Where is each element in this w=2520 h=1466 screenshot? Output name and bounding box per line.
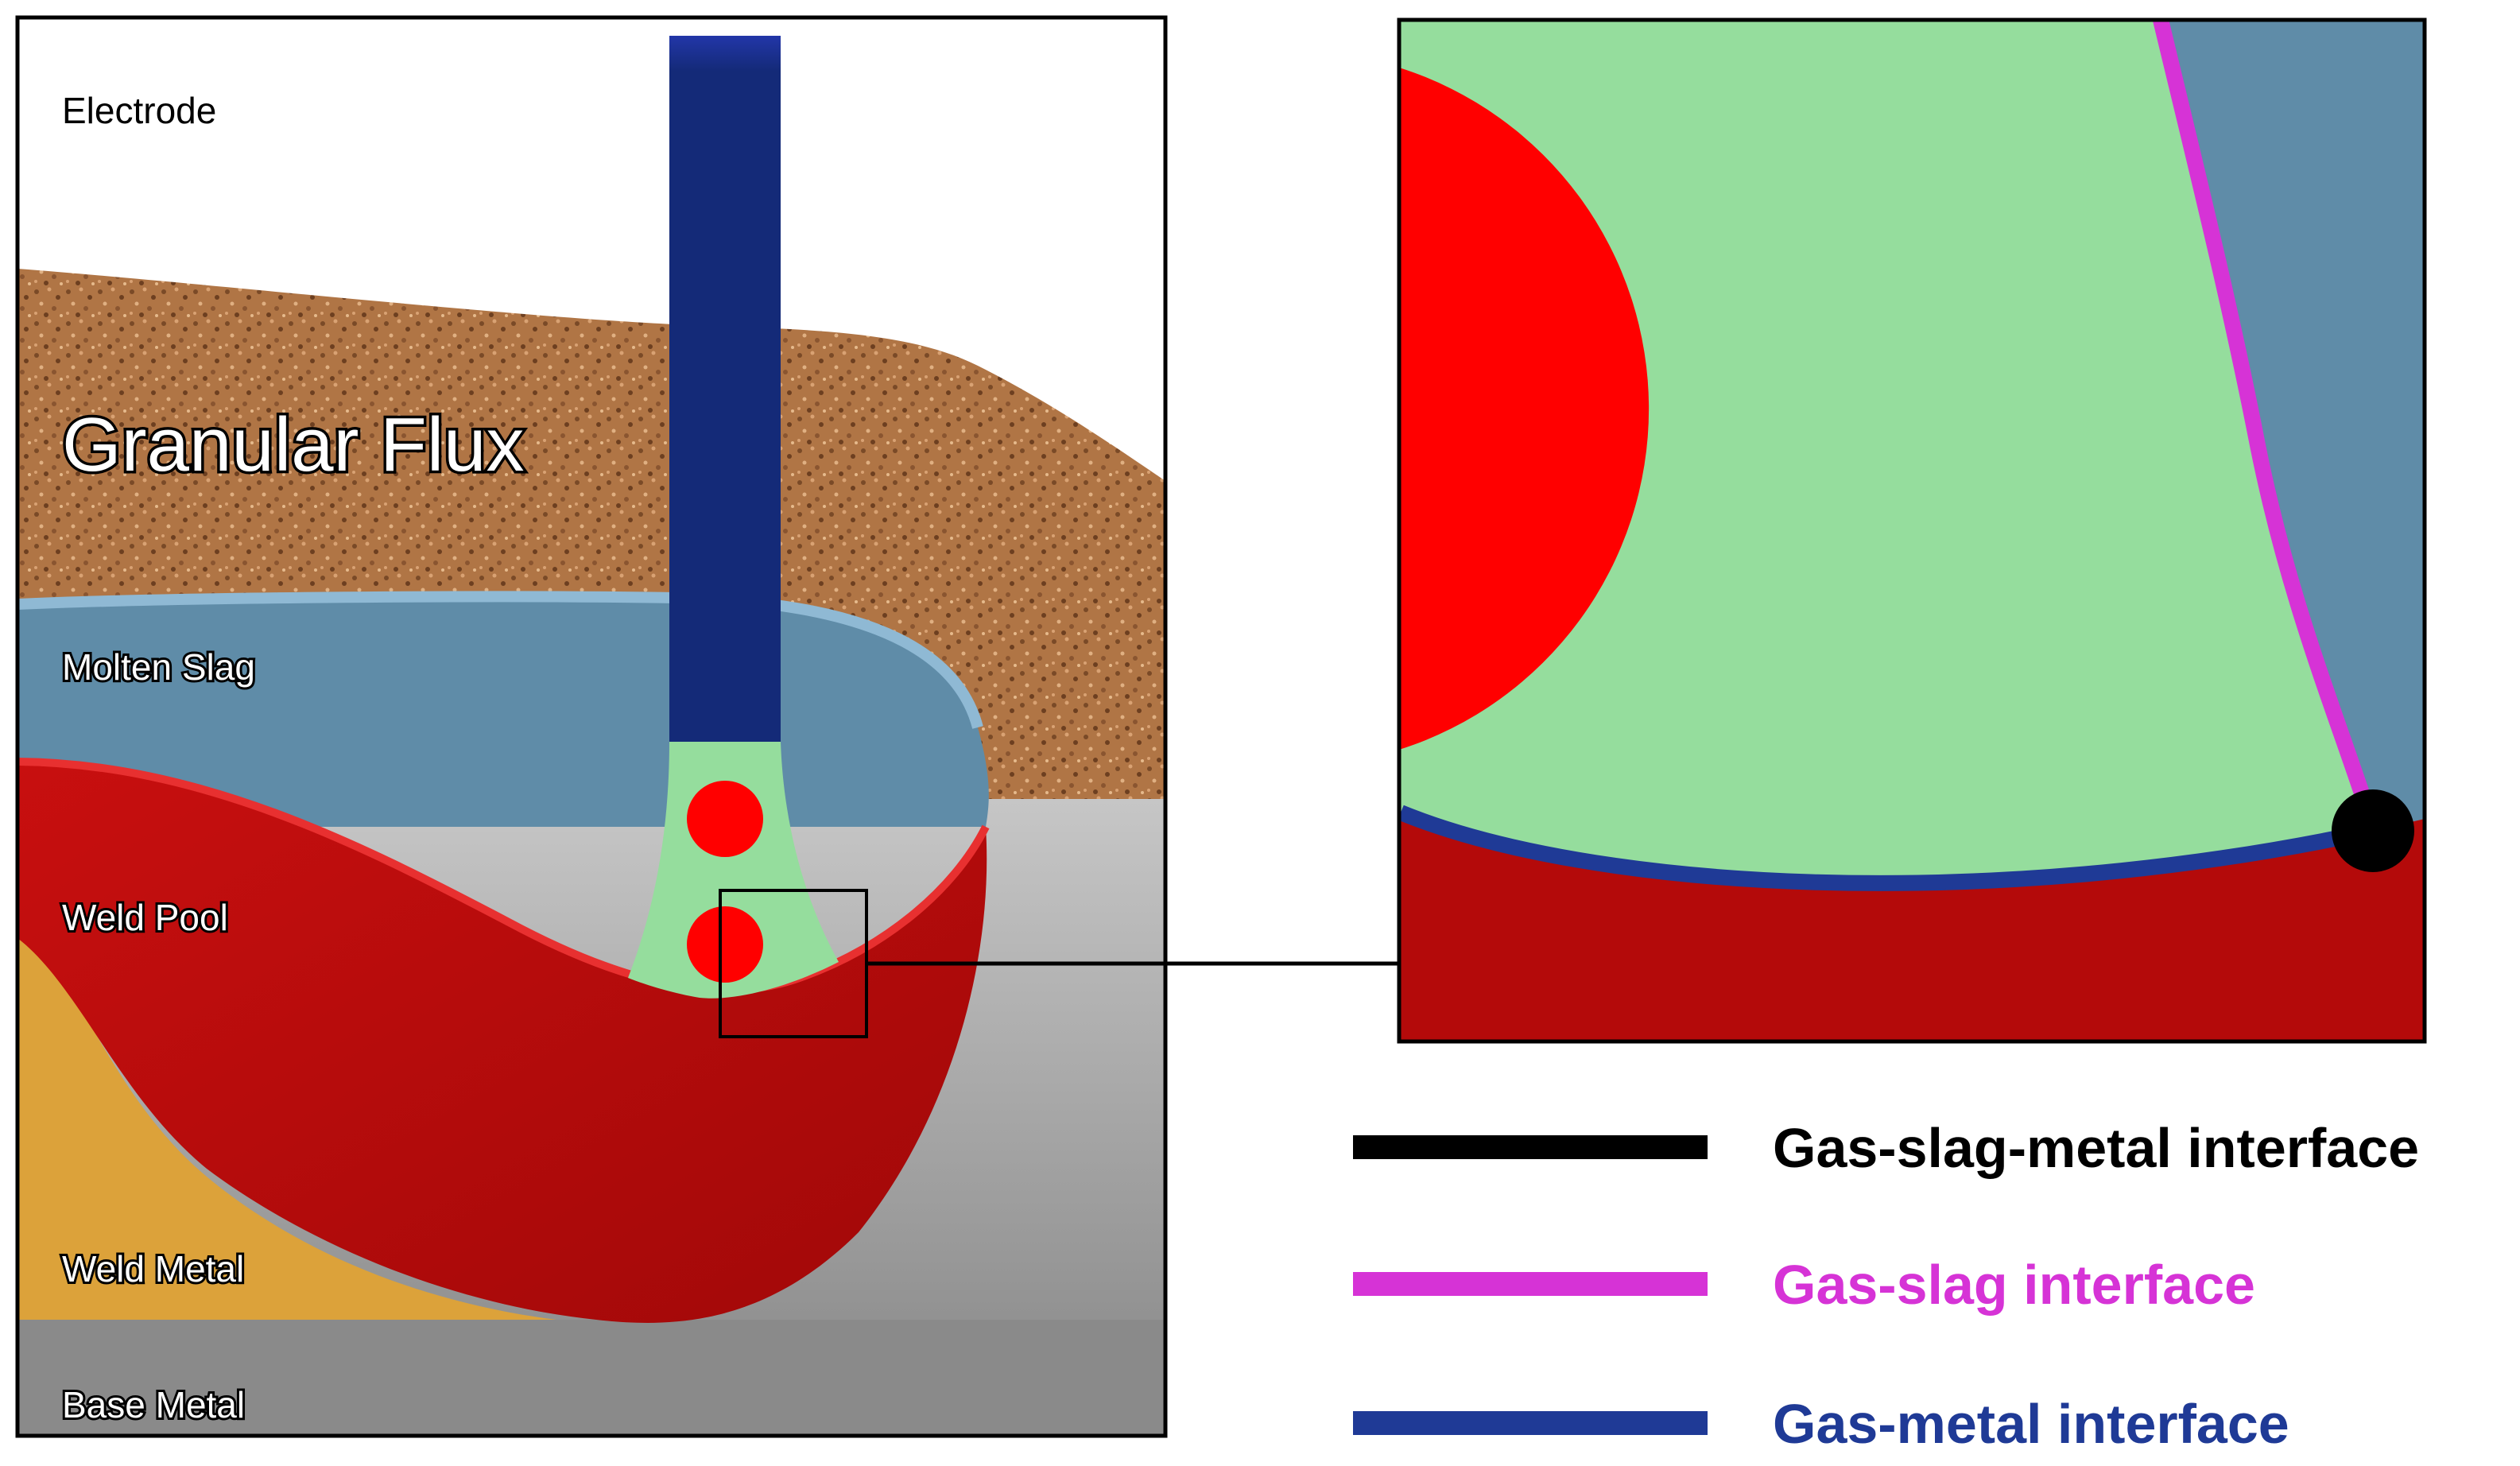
weld-pool-region xyxy=(17,762,987,1323)
cross-section-panel xyxy=(17,17,1165,1436)
zoomed-droplet xyxy=(1399,68,1650,750)
legend: Gas-slag-metal interface Gas-slag interf… xyxy=(1353,1117,2419,1455)
legend-label-gas-slag: Gas-slag interface xyxy=(1773,1254,2255,1316)
gas-slag-metal-triple-point xyxy=(2332,789,2414,872)
gas-slag-interface-curve xyxy=(2153,17,2381,830)
molten-slag-label: Molten Slag xyxy=(62,646,255,688)
legend-label-gas-slag-metal: Gas-slag-metal interface xyxy=(1773,1117,2419,1179)
weld-metal-label: Weld Metal xyxy=(62,1248,244,1290)
weld-metal-region xyxy=(17,922,556,1320)
legend-label-gas-metal: Gas-metal interface xyxy=(1773,1393,2289,1455)
weld-pool-label: Weld Pool xyxy=(62,897,228,938)
metal-droplet xyxy=(687,906,763,983)
gas-metal-interface-curve xyxy=(1398,805,2375,891)
electrode-rod xyxy=(669,36,781,742)
arc-gas-column xyxy=(628,742,839,999)
granular-flux-label: Granular Flux xyxy=(62,402,525,487)
zoomed-interface-panel xyxy=(1398,17,2425,1041)
electrode-label: Electrode xyxy=(62,90,216,131)
base-metal-label: Base Metal xyxy=(62,1384,245,1425)
metal-droplet xyxy=(687,781,763,857)
